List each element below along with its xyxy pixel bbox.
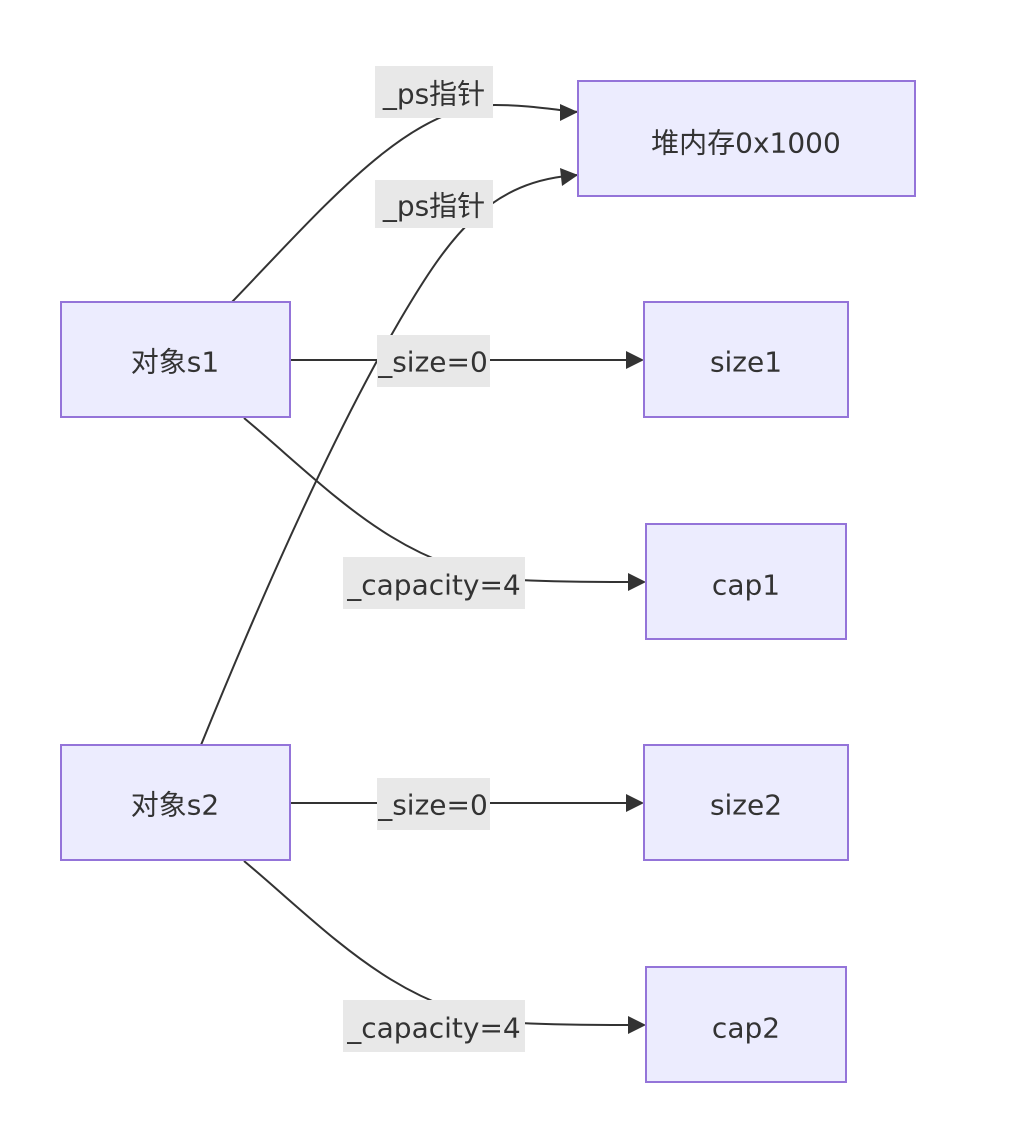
node-s2[interactable]: 对象s2: [60, 744, 291, 861]
edge-label-s1-cap: _capacity=4: [343, 557, 525, 609]
nodes-layer: 堆内存0x1000 对象s1 size1 cap1 对象s2 size2 cap…: [60, 80, 916, 1083]
edge-s2-ps: [200, 174, 579, 746]
node-size2-label: size2: [710, 789, 782, 822]
node-heap-label: 堆内存0x1000: [651, 127, 841, 160]
edge-label-s2-ps: _ps指针: [375, 180, 493, 228]
node-s2-label: 对象s2: [131, 789, 219, 822]
edge-label-s1-cap-text: _capacity=4: [346, 569, 520, 602]
arrowhead-s1-size: [626, 351, 644, 369]
node-size1-label: size1: [710, 346, 782, 379]
node-cap2[interactable]: cap2: [645, 966, 847, 1083]
edge-label-s2-size: _size=0: [377, 778, 490, 830]
node-heap[interactable]: 堆内存0x1000: [577, 80, 916, 197]
edge-label-s2-ps-text: _ps指针: [382, 190, 485, 223]
arrowhead-s1-ps: [560, 104, 578, 121]
edge-label-s2-cap-text: _capacity=4: [346, 1012, 520, 1045]
node-cap1-label: cap1: [712, 569, 780, 602]
edge-label-s1-size: _size=0: [377, 335, 490, 387]
node-size1[interactable]: size1: [643, 301, 849, 418]
edge-labels-layer: _ps指针 _ps指针 _size=0 _capacity=4 _size=0 …: [343, 66, 525, 1052]
node-cap2-label: cap2: [712, 1012, 780, 1045]
edge-label-s2-size-text: _size=0: [377, 789, 488, 822]
arrowhead-s1-cap: [628, 573, 646, 591]
edge-label-s1-ps: _ps指针: [375, 66, 493, 118]
node-s1[interactable]: 对象s1: [60, 301, 291, 418]
edge-label-s2-cap: _capacity=4: [343, 1000, 525, 1052]
node-s1-label: 对象s1: [131, 346, 219, 379]
node-size2[interactable]: size2: [643, 744, 849, 861]
edge-label-s1-size-text: _size=0: [377, 346, 488, 379]
arrowhead-s2-size: [626, 794, 644, 812]
edge-label-s1-ps-text: _ps指针: [382, 78, 485, 111]
node-cap1[interactable]: cap1: [645, 523, 847, 640]
arrowhead-s2-cap: [628, 1016, 646, 1034]
arrowhead-s2-ps: [560, 168, 578, 186]
